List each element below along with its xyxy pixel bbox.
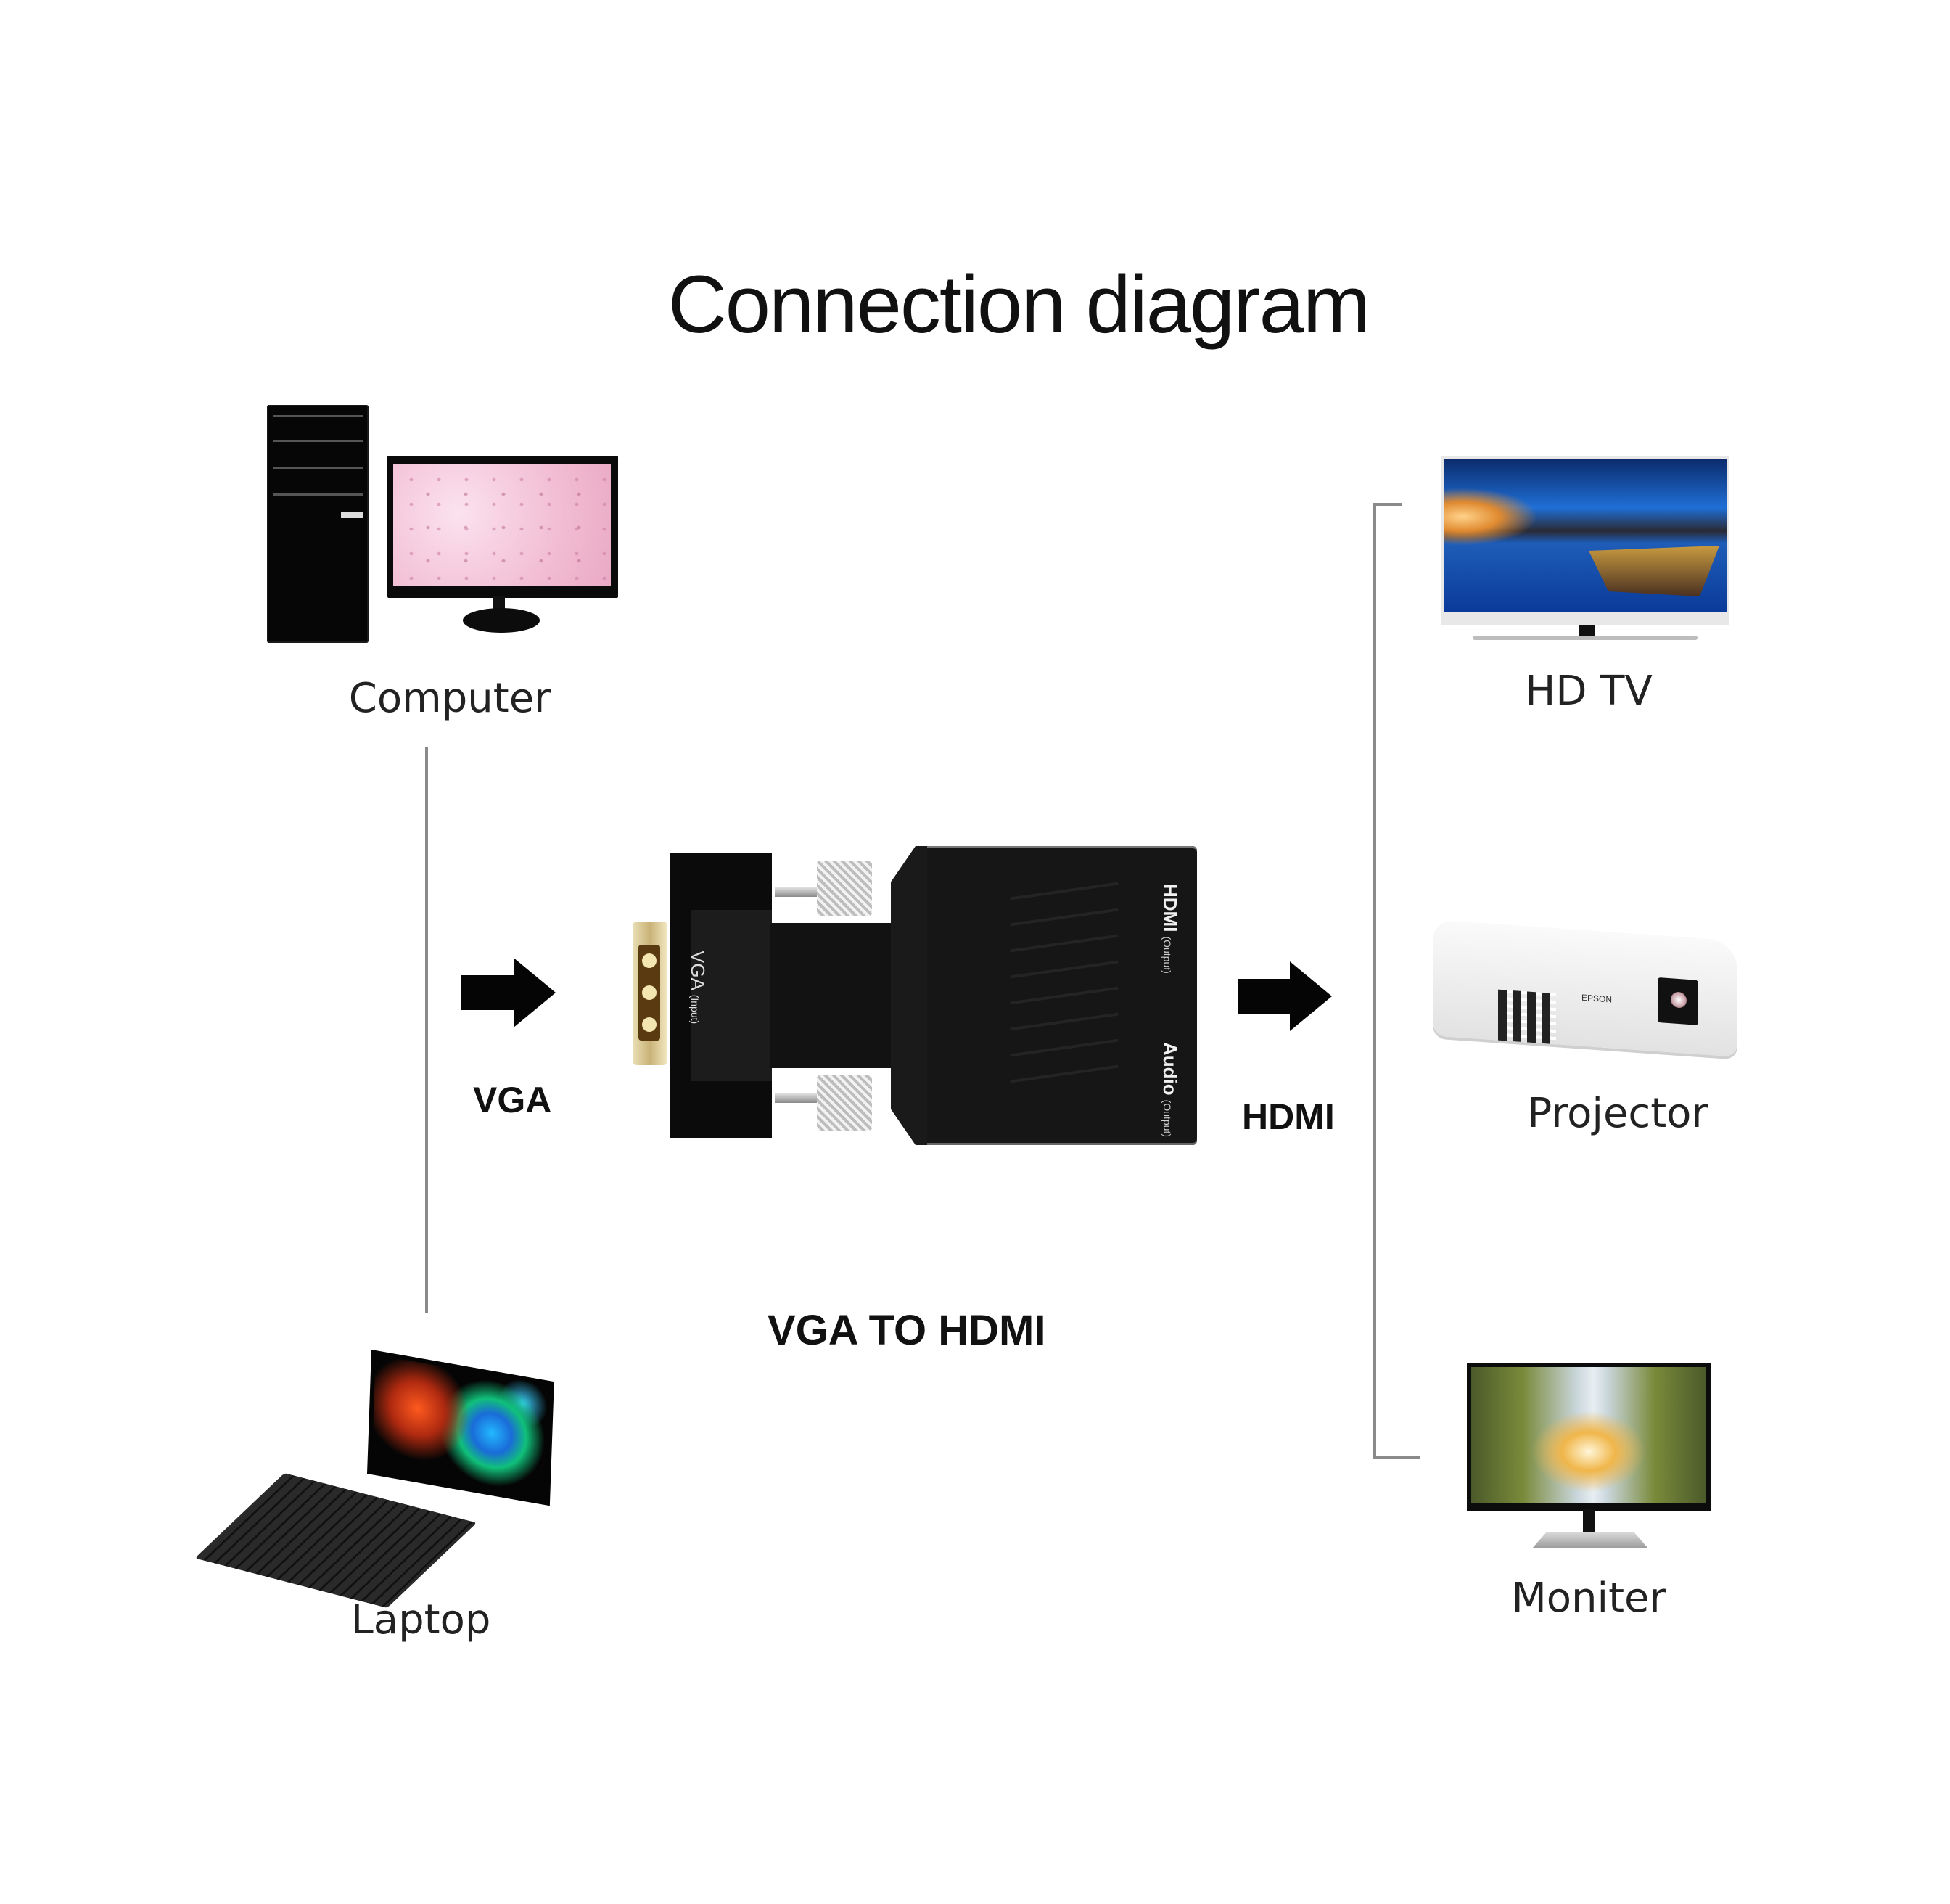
tv-stand (1579, 625, 1595, 636)
tv-icon (1441, 456, 1729, 625)
display-bracket-top (1373, 503, 1402, 506)
vga-plug-housing (670, 853, 772, 1138)
audio-output-port-label: Audio(Output) (1159, 1042, 1181, 1138)
hdmi-output-port-label: HDMI(Output) (1159, 884, 1181, 974)
source-connector-line (425, 747, 428, 1313)
projector-label: Projector (1527, 1090, 1708, 1137)
vga-arrow-icon (461, 958, 556, 1027)
hdmi-connection-label: HDMI (1242, 1096, 1335, 1137)
thumbscrew-top-icon (817, 861, 872, 916)
desktop-computer-icon (267, 405, 369, 643)
computer-label: Computer (348, 675, 551, 722)
projector-icon: EPSON (1433, 919, 1737, 1057)
vga-gold-connector (633, 922, 667, 1065)
monitor-label: Moniter (1511, 1575, 1666, 1622)
vga-input-port-label: VGA (Input) (687, 951, 709, 1025)
hdmi-arrow-icon (1238, 961, 1332, 1031)
tv-base (1473, 636, 1698, 640)
laptop-keyboard (194, 1473, 477, 1608)
computer-monitor-base (463, 608, 540, 633)
monitor-icon (1467, 1363, 1711, 1511)
laptop-icon (366, 1350, 554, 1506)
title-text: Connection diagram (667, 259, 1370, 350)
monitor-stand (1583, 1509, 1595, 1538)
thumbscrew-shaft-top (775, 887, 818, 897)
vga-connection-label: VGA (473, 1080, 552, 1120)
diagram-title: Connection diagram (44, 258, 1950, 351)
hdtv-label: HD TV (1525, 668, 1653, 715)
display-bracket-bottom (1373, 1456, 1420, 1459)
display-bracket-line (1373, 503, 1376, 1459)
laptop-label: Laptop (350, 1596, 491, 1644)
projector-brand: EPSON (1581, 992, 1613, 1005)
adapter-caption: VGA TO HDMI (768, 1307, 1046, 1354)
thumbscrew-bottom-icon (817, 1075, 872, 1130)
monitor-base (1532, 1532, 1648, 1548)
thumbscrew-shaft-bottom (775, 1093, 818, 1103)
computer-monitor-icon (387, 456, 618, 598)
hdmi-housing (891, 846, 1197, 1145)
